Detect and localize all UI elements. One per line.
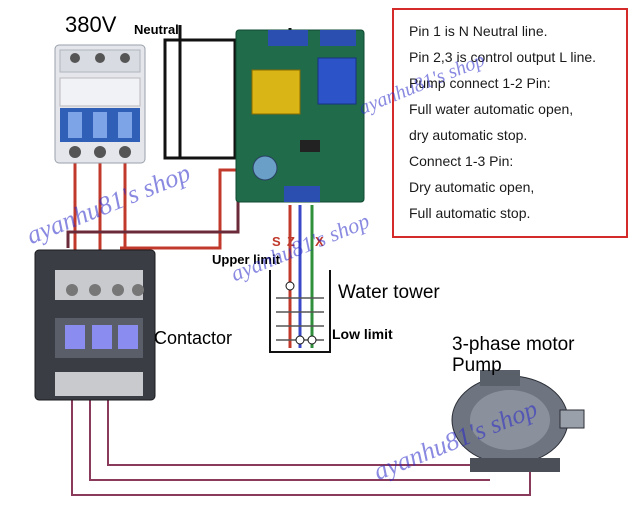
note-line: Pump connect 1-2 Pin: (409, 75, 551, 91)
low-probe (295, 335, 305, 345)
note-line: Pin 2,3 is control output L line. (409, 49, 597, 65)
motor-wire-2 (89, 400, 490, 481)
water-tower-label: Water tower (338, 282, 440, 303)
upper-limit-label: Upper limit (212, 252, 280, 267)
water-tank (269, 270, 331, 353)
motor-wire-3 (107, 400, 470, 466)
pump-label: Pump (452, 355, 502, 376)
transformer (251, 69, 301, 115)
motor-label: 3-phase motor (452, 334, 575, 355)
wires (66, 25, 531, 496)
control-wire (120, 168, 245, 250)
circuit-breaker (54, 44, 146, 164)
pin-s-label: S (272, 234, 281, 249)
relay (317, 57, 357, 105)
note-line: Dry automatic open, (409, 179, 535, 195)
note-line: Full water automatic open, (409, 101, 574, 117)
contactor (34, 249, 156, 401)
probe-terminal (284, 186, 320, 202)
low-limit-label: Low limit (332, 326, 393, 342)
note-line: Connect 1-3 Pin: (409, 153, 514, 169)
coil-wire (66, 190, 240, 248)
pin-x-label: X (315, 234, 324, 249)
pin-notes-box: Pin 1 is N Neutral line. Pin 2,3 is cont… (392, 8, 628, 238)
note-line: dry automatic stop. (409, 127, 528, 143)
pin-z-label: Z (287, 234, 295, 249)
motor-pump (451, 370, 585, 472)
neutral-label: Neutral (134, 22, 179, 37)
motor-wire-1 (71, 400, 531, 496)
note-line: Pin 1 is N Neutral line. (409, 23, 548, 39)
voltage-label: 380V (65, 12, 117, 37)
contactor-label: Contactor (154, 328, 233, 348)
controller-board (235, 29, 365, 203)
neutral-wire-board (168, 40, 237, 160)
note-line: Full automatic stop. (409, 205, 531, 221)
upper-probe (285, 281, 295, 291)
